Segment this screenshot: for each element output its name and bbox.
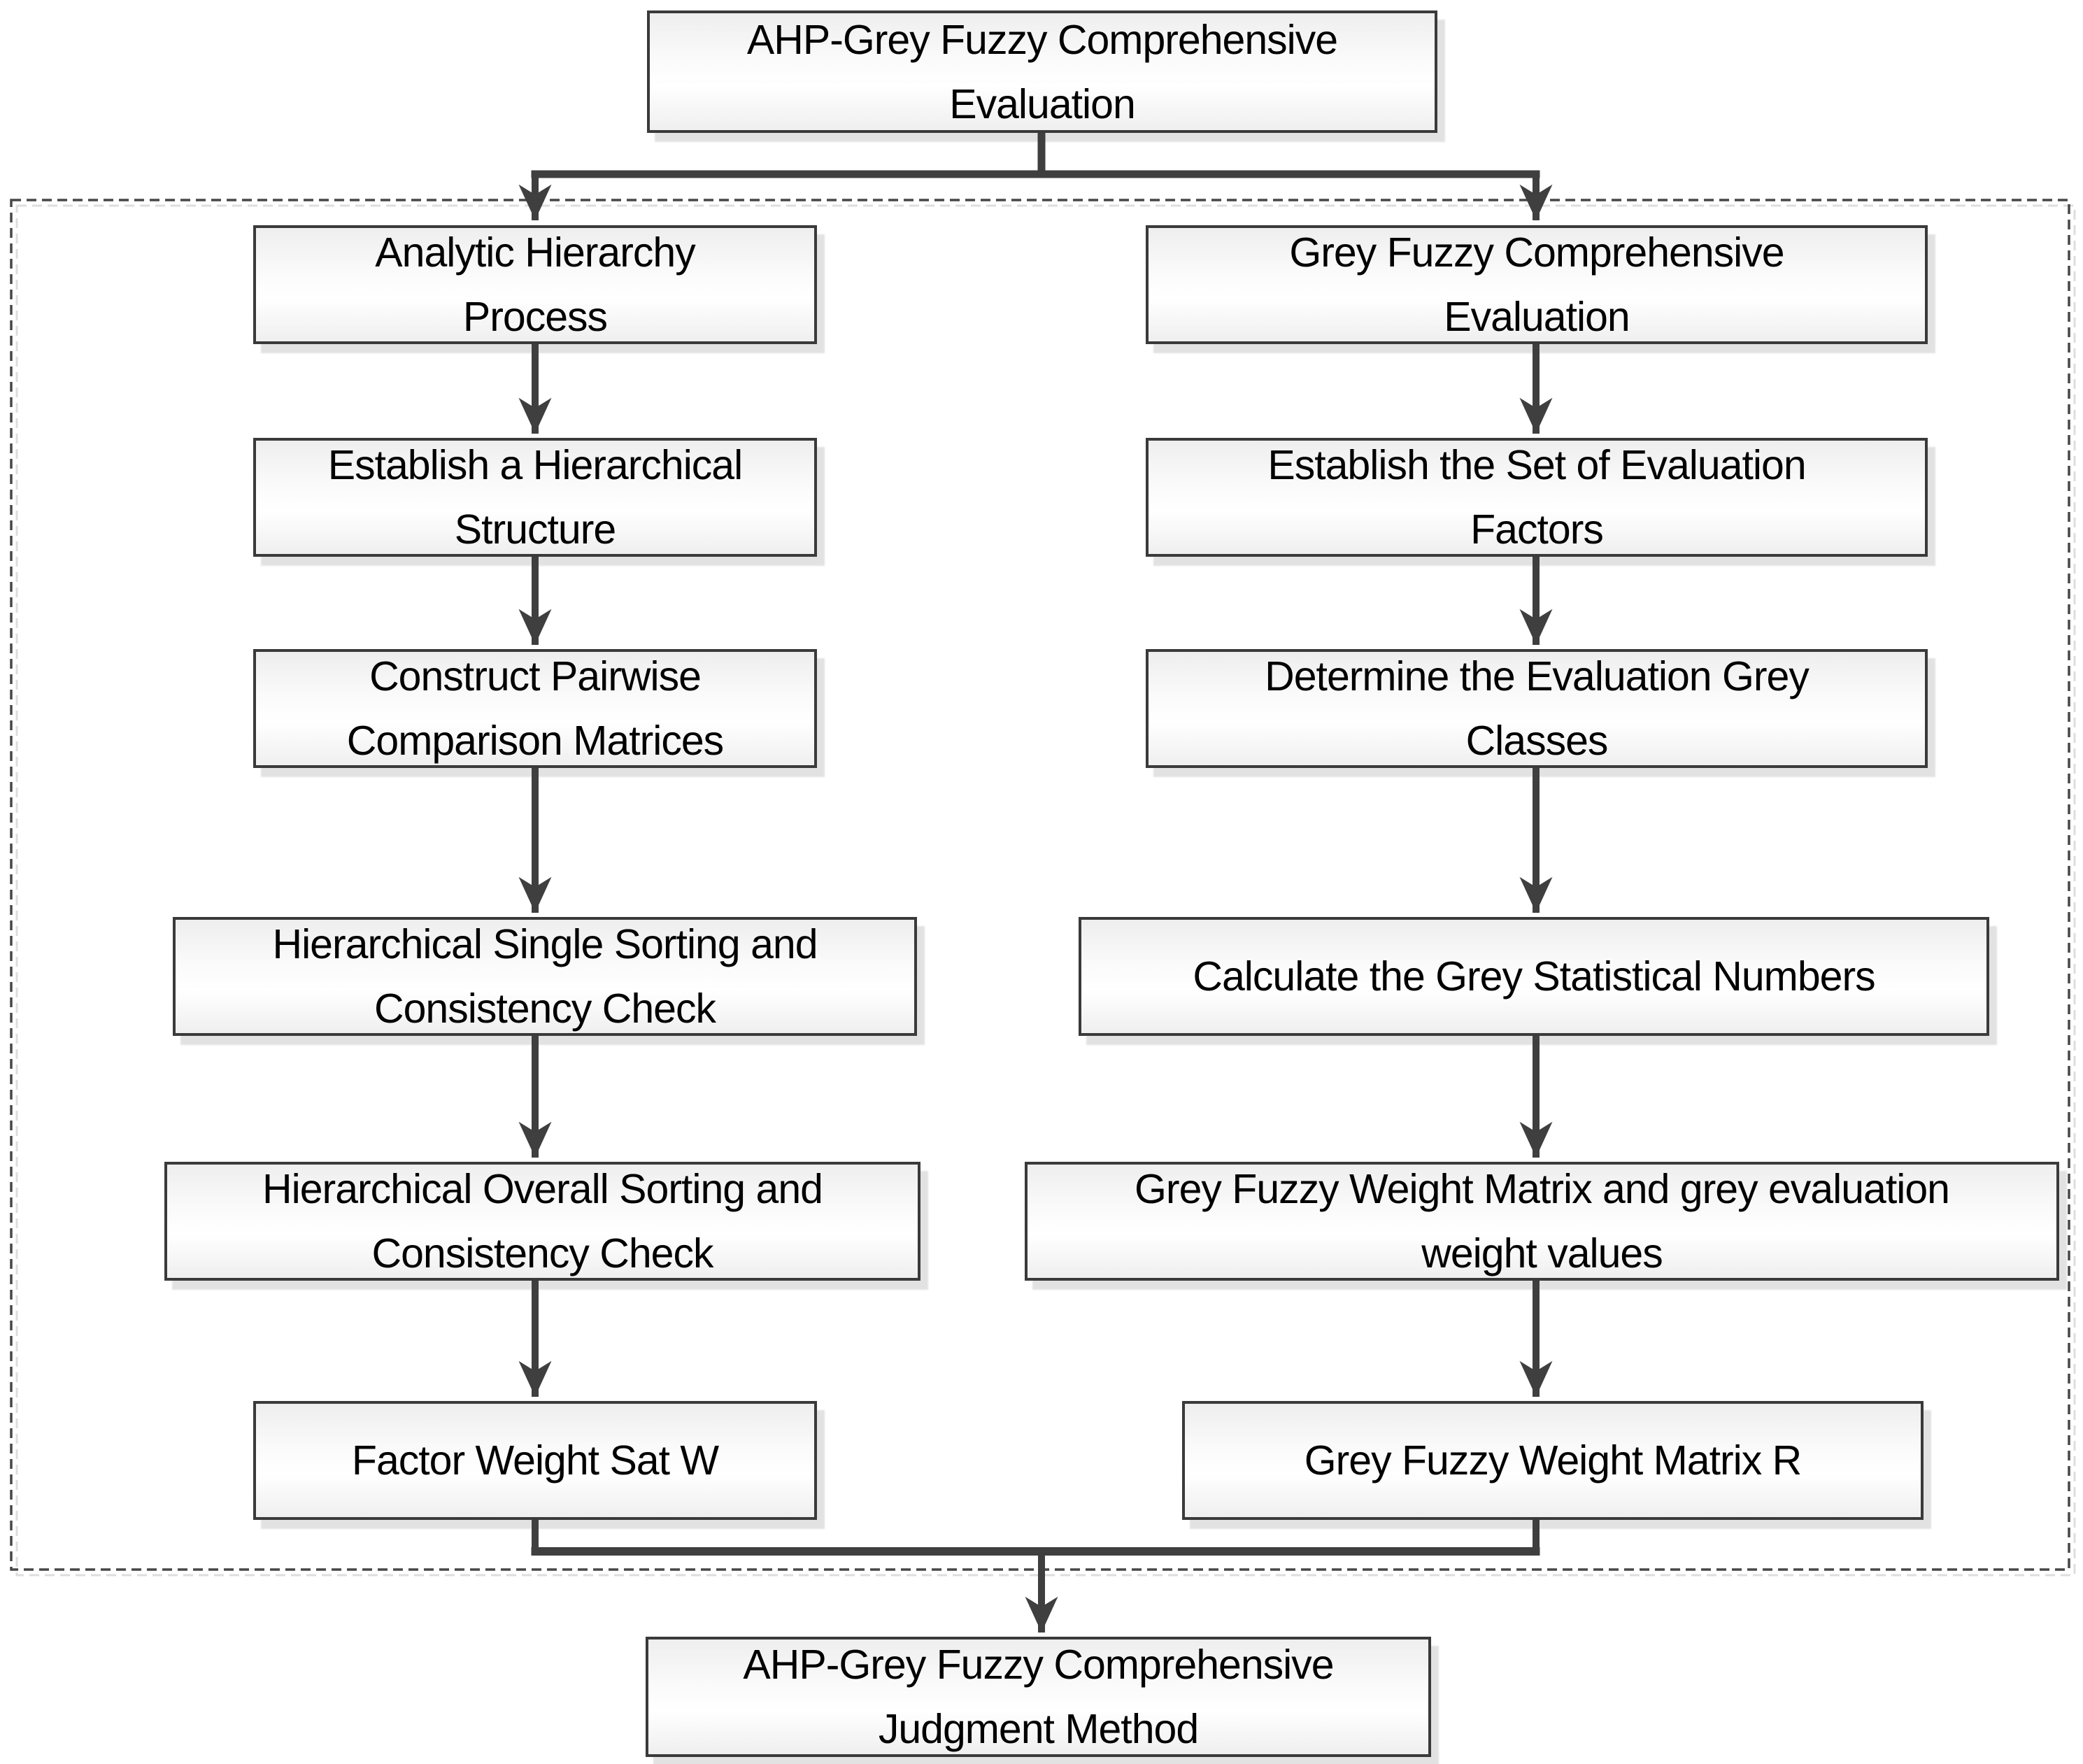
node-ahp-grey-fuzzy-comprehensive-judgment-method: AHP-Grey Fuzzy Comprehensive Judgment Me… [646, 1637, 1431, 1757]
node-hierarchical-single-sorting-consistency-check: Hierarchical Single Sorting and Consiste… [173, 917, 917, 1036]
node-factor-weight-sat-w: Factor Weight Sat W [253, 1401, 817, 1520]
node-grey-fuzzy-weight-matrix-r: Grey Fuzzy Weight Matrix R [1182, 1401, 1924, 1520]
node-hierarchical-overall-sorting-consistency-check: Hierarchical Overall Sorting and Consist… [164, 1162, 920, 1281]
node-ahp-grey-fuzzy-comprehensive-evaluation: AHP-Grey Fuzzy Comprehensive Evaluation [647, 10, 1437, 133]
node-construct-pairwise-comparison-matrices: Construct Pairwise Comparison Matrices [253, 649, 817, 768]
dashed-boundary-shadow [15, 204, 2076, 1577]
node-establish-set-of-evaluation-factors: Establish the Set of Evaluation Factors [1146, 438, 1928, 557]
node-determine-evaluation-grey-classes: Determine the Evaluation Grey Classes [1146, 649, 1928, 768]
node-establish-hierarchical-structure: Establish a Hierarchical Structure [253, 438, 817, 557]
node-grey-fuzzy-weight-matrix-and-evaluation-weight-values: Grey Fuzzy Weight Matrix and grey evalua… [1025, 1162, 2059, 1281]
dashed-boundary [10, 199, 2070, 1571]
node-calculate-grey-statistical-numbers: Calculate the Grey Statistical Numbers [1079, 917, 1989, 1036]
node-grey-fuzzy-comprehensive-evaluation: Grey Fuzzy Comprehensive Evaluation [1146, 225, 1928, 344]
node-analytic-hierarchy-process: Analytic Hierarchy Process [253, 225, 817, 344]
